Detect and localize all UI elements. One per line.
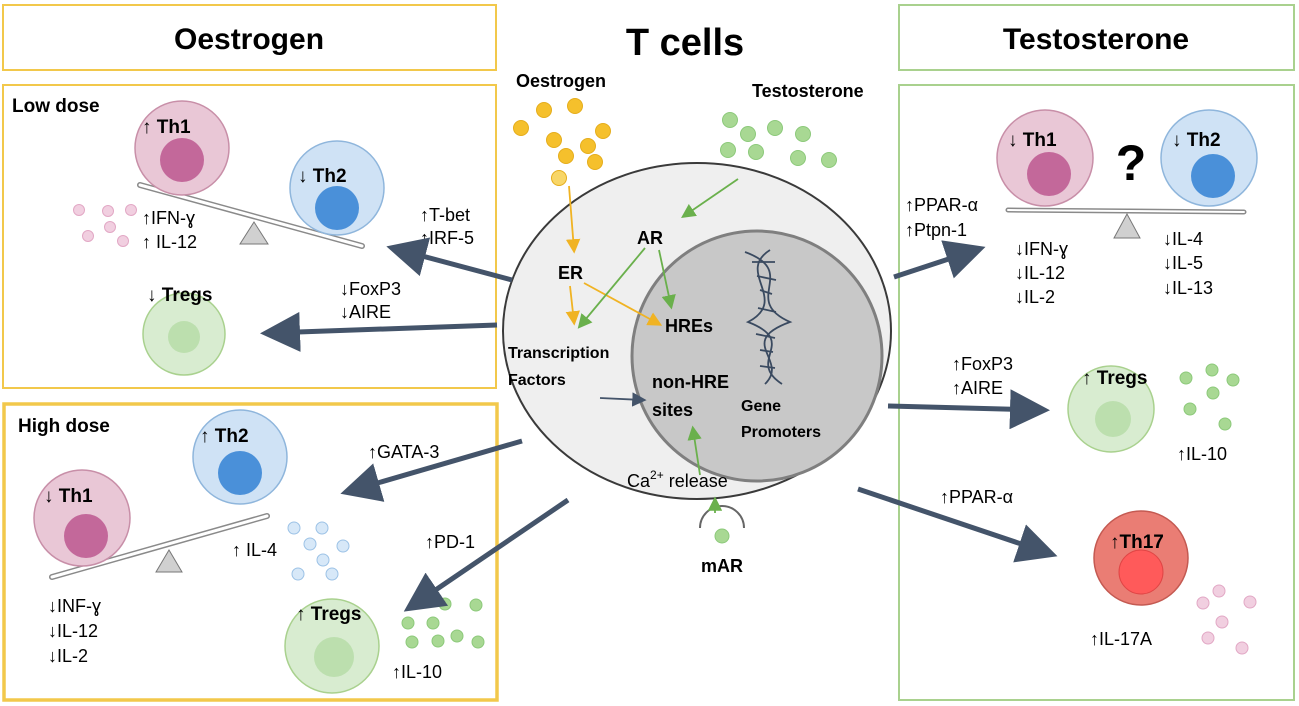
test-th2-cell	[1160, 109, 1258, 207]
test-th2-il13: ↓IL-13	[1163, 278, 1213, 298]
low-irf5: ↑IRF-5	[420, 228, 474, 248]
test-tregs-label: ↑ Tregs	[1082, 368, 1147, 389]
test-th2-label: ↓ Th2	[1172, 130, 1221, 151]
test-il17a: ↑IL-17A	[1090, 629, 1152, 649]
testosterone-title: Testosterone	[1003, 23, 1189, 56]
non-hre-label-line2: sites	[652, 400, 693, 420]
low-th1-cell	[134, 100, 230, 196]
gene-label-line2: Promoters	[741, 424, 821, 441]
low-tregs-label: ↓ Tregs	[147, 285, 212, 306]
low-th2-cell	[289, 140, 385, 236]
high-inf: ↓INF-ɣ	[48, 596, 101, 616]
test-foxp3: ↑FoxP3	[952, 354, 1013, 374]
high-il10: ↑IL-10	[392, 662, 442, 682]
test-balance-fulcrum	[1113, 212, 1141, 239]
high-th2-cell	[192, 409, 288, 505]
high-pd1: ↑PD-1	[425, 532, 475, 552]
low-cytokine-dots	[73, 204, 137, 247]
low-cytokine-ifn: ↑IFN-ɣ	[142, 208, 195, 228]
test-th1-il12: ↓IL-12	[1015, 263, 1065, 283]
non-hre-label-line1: non-HRE	[652, 372, 729, 392]
testosterone-signal-arrows	[577, 178, 739, 513]
gene-label-line1: Gene	[741, 398, 781, 415]
high-gata3: ↑GATA-3	[368, 442, 439, 462]
test-th17-cytokine-dots	[1196, 584, 1257, 655]
tf-label-line1: Transcription	[508, 345, 609, 362]
test-treg-cytokine-dots	[1179, 363, 1240, 431]
high-seesaw-fulcrum	[155, 549, 183, 573]
ca-base: Ca	[627, 471, 651, 491]
test-ppar-a: ↑PPAR-α	[905, 195, 978, 215]
low-th2-label: ↓ Th2	[298, 166, 347, 187]
test-th1-il2: ↓IL-2	[1015, 287, 1055, 307]
oestrogen-dots	[513, 98, 611, 186]
tcell-nucleus	[630, 229, 884, 483]
high-tregs-label: ↑ Tregs	[296, 604, 361, 625]
high-il4: ↑ IL-4	[232, 540, 277, 560]
high-treg-cytokine-dots	[401, 597, 485, 649]
testosterone-header-box	[898, 4, 1295, 71]
low-seesaw-fulcrum	[239, 221, 269, 245]
test-th17-cell	[1093, 510, 1189, 606]
oestrogen-header-box	[2, 4, 497, 71]
high-th1-label: ↓ Th1	[44, 486, 93, 507]
test-ptpn1: ↑Ptpn-1	[905, 220, 967, 240]
mar-receptor-icon	[699, 505, 745, 529]
high-dose-label: High dose	[18, 416, 110, 437]
high-il2: ↓IL-2	[48, 646, 88, 666]
test-tregs-cell	[1067, 365, 1155, 453]
low-cytokine-il12: ↑ IL-12	[142, 232, 197, 252]
mar-ligand-dot	[714, 528, 730, 544]
high-il12: ↓IL-12	[48, 621, 98, 641]
low-tbet: ↑T-bet	[420, 205, 470, 225]
oestrogen-title: Oestrogen	[174, 23, 324, 56]
high-th1-cell	[33, 469, 131, 567]
test-th1-label: ↓ Th1	[1008, 130, 1057, 151]
test-il10: ↑IL-10	[1177, 444, 1227, 464]
hres-label: HREs	[665, 316, 713, 336]
low-th1-label: ↑ Th1	[142, 117, 191, 138]
low-foxp3: ↓FoxP3	[340, 279, 401, 299]
test-th17-label: ↑Th17	[1110, 532, 1164, 553]
test-th1-ifn: ↓IFN-ɣ	[1015, 239, 1068, 259]
ca-release-label: Ca2+ release	[627, 468, 728, 491]
test-th2-il4: ↓IL-4	[1163, 229, 1203, 249]
ca-sup: 2+	[650, 468, 664, 482]
er-label: ER	[558, 263, 583, 283]
tcells-title: T cells	[626, 22, 744, 64]
test-aire: ↑AIRE	[952, 378, 1003, 398]
test-question-mark: ?	[1116, 135, 1147, 191]
dna-helix-icon	[744, 249, 793, 385]
high-th2-cytokine-dots	[287, 521, 350, 581]
test-th2-il5: ↓IL-5	[1163, 253, 1203, 273]
test-th1-cell	[996, 109, 1094, 207]
mar-label: mAR	[701, 556, 743, 576]
oestrogen-signal-arrows	[565, 185, 663, 326]
test-th17-ppar-a: ↑PPAR-α	[940, 487, 1013, 507]
low-aire: ↓AIRE	[340, 302, 391, 322]
tf-to-nonhre-arrow	[599, 392, 647, 407]
low-dose-label: Low dose	[12, 96, 100, 117]
high-tregs-cell	[284, 598, 380, 694]
tf-label-line2: Factors	[508, 372, 566, 389]
ar-label: AR	[637, 228, 663, 248]
testosterone-dots	[720, 112, 837, 168]
tcell-oestrogen-label: Oestrogen	[516, 71, 606, 91]
low-tregs-cell	[142, 292, 226, 376]
high-th2-label: ↑ Th2	[200, 426, 249, 447]
tcell-testosterone-label: Testosterone	[752, 81, 864, 101]
ca-rest: release	[664, 471, 728, 491]
output-arrows	[260, 237, 1058, 612]
